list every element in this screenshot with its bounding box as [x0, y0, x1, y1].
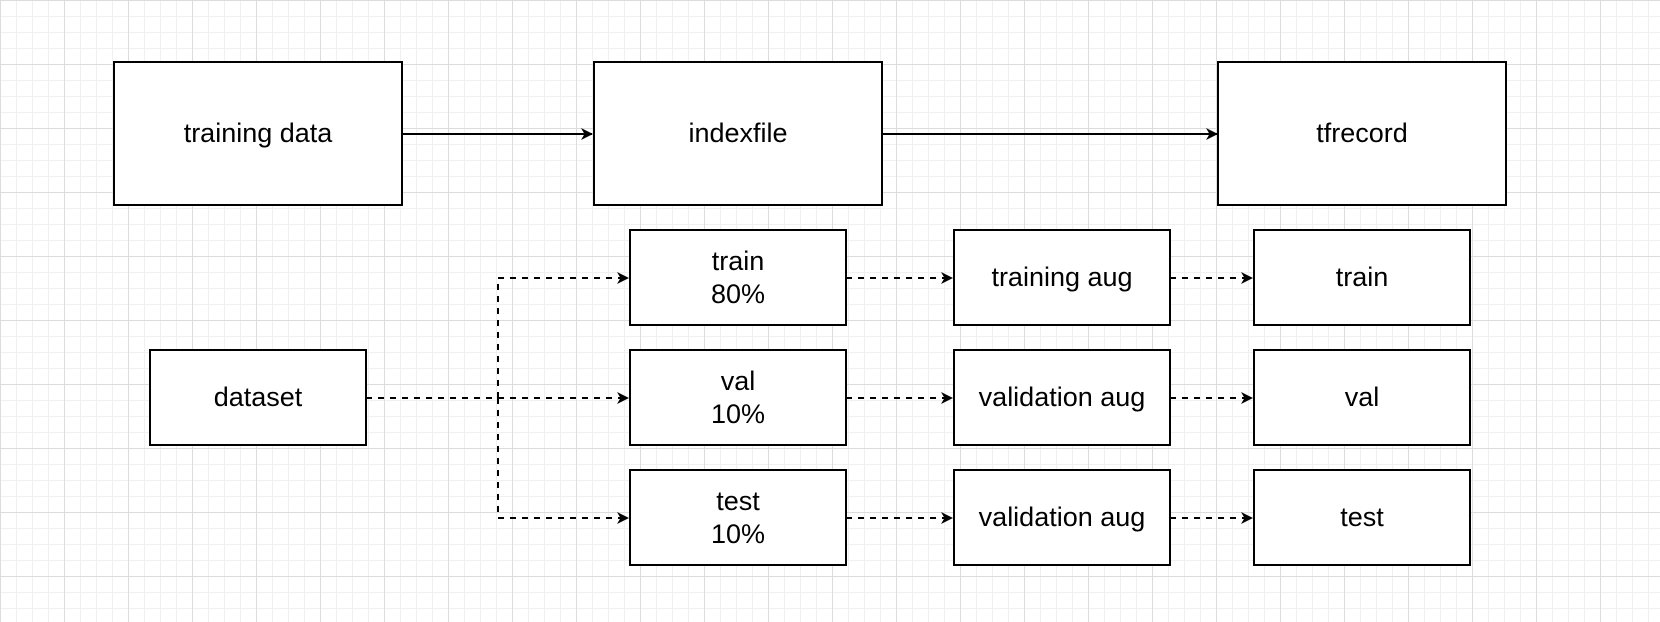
node-training-data[interactable]: training data [113, 61, 403, 206]
node-training-aug[interactable]: training aug [953, 229, 1171, 326]
edge-dataset-to-train-split [497, 272, 629, 398]
node-validation-aug-val[interactable]: validation aug [953, 349, 1171, 446]
node-split-val[interactable]: val 10% [629, 349, 847, 446]
node-tfrecord[interactable]: tfrecord [1217, 61, 1507, 206]
node-output-val[interactable]: val [1253, 349, 1471, 446]
node-output-test[interactable]: test [1253, 469, 1471, 566]
node-validation-aug-test[interactable]: validation aug [953, 469, 1171, 566]
edge-dataset-to-test-split [497, 398, 629, 524]
node-split-train[interactable]: train 80% [629, 229, 847, 326]
node-output-train[interactable]: train [1253, 229, 1471, 326]
node-split-test[interactable]: test 10% [629, 469, 847, 566]
node-dataset[interactable]: dataset [149, 349, 367, 446]
node-indexfile[interactable]: indexfile [593, 61, 883, 206]
